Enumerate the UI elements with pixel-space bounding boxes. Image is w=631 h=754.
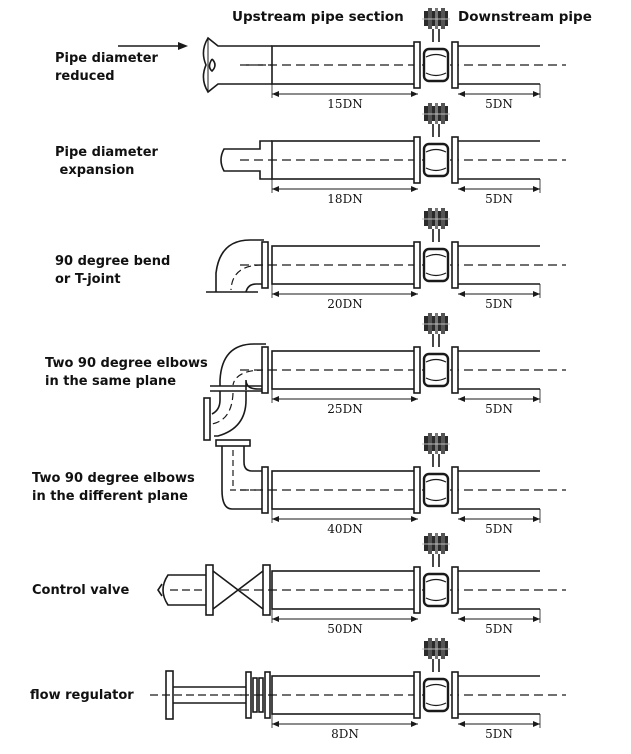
flowmeter-body (422, 352, 450, 388)
flowmeter-head (422, 8, 450, 29)
reducer-fitting (202, 36, 272, 94)
upstream-flange (413, 466, 421, 514)
downstream-pipe (458, 470, 540, 510)
pointer-arrow (118, 42, 188, 50)
upstream-flange (413, 346, 421, 394)
downstream-flange (451, 346, 459, 394)
installation-row: 20DN 5DN (206, 208, 566, 311)
flowmeter-body (422, 142, 450, 178)
flowmeter-body (422, 572, 450, 608)
downstream-flange (451, 671, 459, 719)
installation-row: 15DN 5DN (202, 8, 566, 111)
row-label: flow regulator (30, 688, 134, 703)
installation-row: 18DN 5DN (220, 103, 566, 206)
flowmeter-body (422, 677, 450, 713)
downstream-pipe (458, 140, 540, 180)
flowmeter-body (422, 47, 450, 83)
upstream-length-label: 15DN (327, 97, 362, 111)
expander-fitting (220, 140, 272, 180)
upstream-length-label: 25DN (327, 402, 362, 416)
upstream-length-label: 50DN (327, 622, 362, 636)
downstream-flange (451, 41, 459, 89)
flowmeter-head (422, 103, 450, 124)
flowmeter-head (422, 208, 450, 229)
elbow-lower (214, 391, 247, 437)
valve-inlet-pipe (162, 574, 206, 606)
row-label: Pipe diameter reduced (55, 51, 158, 84)
downstream-pipe (458, 570, 540, 610)
downstream-length-label: 5DN (485, 97, 513, 111)
upstream-flange (413, 566, 421, 614)
flowmeter-head (422, 533, 450, 554)
upstream-length-label: 40DN (327, 522, 362, 536)
downstream-flange (451, 466, 459, 514)
downstream-pipe (458, 245, 540, 285)
downstream-flange (451, 136, 459, 184)
downstream-pipe (458, 675, 540, 715)
flowmeter-head (422, 638, 450, 659)
downstream-flange (451, 566, 459, 614)
row-label: Two 90 degree elbows in the same plane (45, 356, 208, 389)
upstream-length-label: 8DN (331, 727, 359, 741)
elbow-upper (219, 343, 266, 386)
upstream-header: Upstream pipe section (232, 9, 404, 25)
downstream-pipe (458, 45, 540, 85)
upstream-flange (413, 671, 421, 719)
downstream-length-label: 5DN (485, 402, 513, 416)
installation-row: 50DN 5DN (157, 533, 566, 636)
elbow-flange (203, 397, 211, 441)
flowmeter-head (422, 313, 450, 334)
valve-flange-left (205, 564, 214, 616)
upstream-length-label: 20DN (327, 297, 362, 311)
downstream-pipe (458, 350, 540, 390)
downstream-length-label: 5DN (485, 192, 513, 206)
upstream-flange (413, 41, 421, 89)
upstream-flange (413, 241, 421, 289)
row-label: Two 90 degree elbows in the different pl… (32, 471, 195, 504)
flowmeter-body (422, 472, 450, 508)
downstream-length-label: 5DN (485, 297, 513, 311)
elbow-top-flange (215, 439, 251, 447)
downstream-length-label: 5DN (485, 622, 513, 636)
installation-row: 8DN 5DN (150, 638, 566, 741)
installation-row: 40DN 5DN (215, 433, 566, 536)
row-label: 90 degree bend or T-joint (55, 254, 171, 287)
regulator-stem (173, 686, 246, 704)
upstream-length-label: 18DN (327, 192, 362, 206)
flowmeter-head (422, 433, 450, 454)
downstream-length-label: 5DN (485, 522, 513, 536)
bend-fitting (215, 239, 264, 292)
row-label: Pipe diameter expansion (55, 145, 158, 178)
elbow-vertical (243, 446, 264, 472)
downstream-length-label: 5DN (485, 727, 513, 741)
upstream-flange (413, 136, 421, 184)
row-label: Control valve (32, 583, 130, 598)
downstream-flange (451, 241, 459, 289)
installation-row: 25DN 5DN (203, 313, 566, 441)
control-valve-body (212, 570, 264, 610)
flowmeter-body (422, 247, 450, 283)
downstream-header: Downstream pipe (458, 9, 592, 25)
